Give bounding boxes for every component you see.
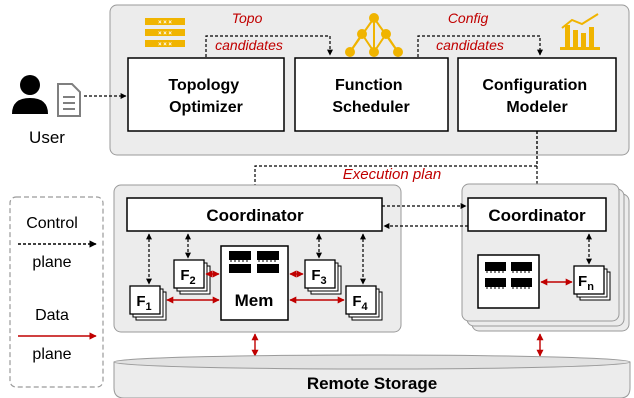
remote-storage-label: Remote Storage bbox=[307, 374, 437, 393]
left-coordinator-label: Coordinator bbox=[206, 206, 304, 225]
topology-optimizer-box bbox=[127, 57, 285, 132]
function-f4: F4 bbox=[345, 285, 383, 321]
svg-text:× × ×: × × × bbox=[158, 20, 172, 26]
function-f1: F1 bbox=[129, 285, 167, 321]
svg-text:F2: F2 bbox=[180, 267, 195, 287]
legend-control-plane: plane bbox=[32, 254, 71, 271]
legend-control-label: Control bbox=[26, 215, 78, 232]
svg-text:× × ×: × × × bbox=[158, 31, 172, 37]
topo-candidates-label: Topo candidates bbox=[215, 10, 283, 53]
config-candidates-arrow bbox=[417, 35, 543, 57]
legend-data-plane: plane bbox=[32, 346, 71, 363]
network-icon bbox=[345, 13, 403, 57]
function-scheduler-label: Function Scheduler bbox=[332, 77, 409, 116]
svg-text:F4: F4 bbox=[352, 293, 368, 313]
function-fn: Fn bbox=[573, 265, 611, 301]
svg-text:× × ×: × × × bbox=[158, 42, 172, 48]
left-coordinator-box bbox=[126, 197, 383, 232]
right-coordinator-box bbox=[467, 197, 607, 232]
document-icon bbox=[57, 83, 81, 117]
svg-text:F1: F1 bbox=[136, 293, 151, 313]
svg-text:Fn: Fn bbox=[578, 273, 594, 293]
config-candidates-label: Config candidates bbox=[436, 10, 504, 53]
topo-candidates-arrow bbox=[205, 35, 333, 57]
user-icon bbox=[12, 75, 48, 114]
function-f2: F2 bbox=[173, 259, 211, 295]
right-memory-chips-icon bbox=[485, 262, 532, 289]
left-memory-label: Mem bbox=[235, 291, 274, 310]
configuration-modeler-label: Configuration Modeler bbox=[482, 77, 591, 116]
remote-storage-cylinder bbox=[113, 354, 631, 398]
function-scheduler-box bbox=[294, 57, 449, 132]
bar-chart-icon bbox=[560, 13, 600, 50]
user-label: User bbox=[29, 128, 65, 147]
execution-plan-label: Execution plan bbox=[343, 166, 441, 183]
right-coordinator-label: Coordinator bbox=[488, 206, 586, 225]
svg-text:F3: F3 bbox=[311, 267, 326, 287]
topology-icon: × × × × × × × × × bbox=[145, 18, 185, 48]
configuration-modeler-box bbox=[457, 57, 617, 132]
topology-optimizer-label: Topology Optimizer bbox=[168, 77, 243, 116]
legend-data-label: Data bbox=[35, 307, 69, 324]
function-f3: F3 bbox=[304, 259, 342, 295]
left-memory-chips-icon bbox=[229, 251, 279, 273]
